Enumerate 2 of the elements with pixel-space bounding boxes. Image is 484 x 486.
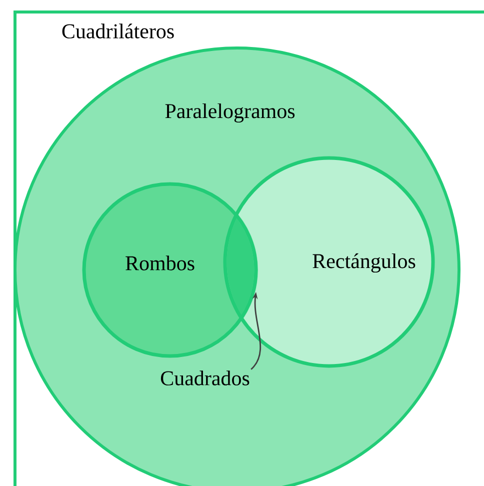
set-label: Cuadrados (160, 370, 250, 386)
overlap-region (226, 218, 254, 315)
